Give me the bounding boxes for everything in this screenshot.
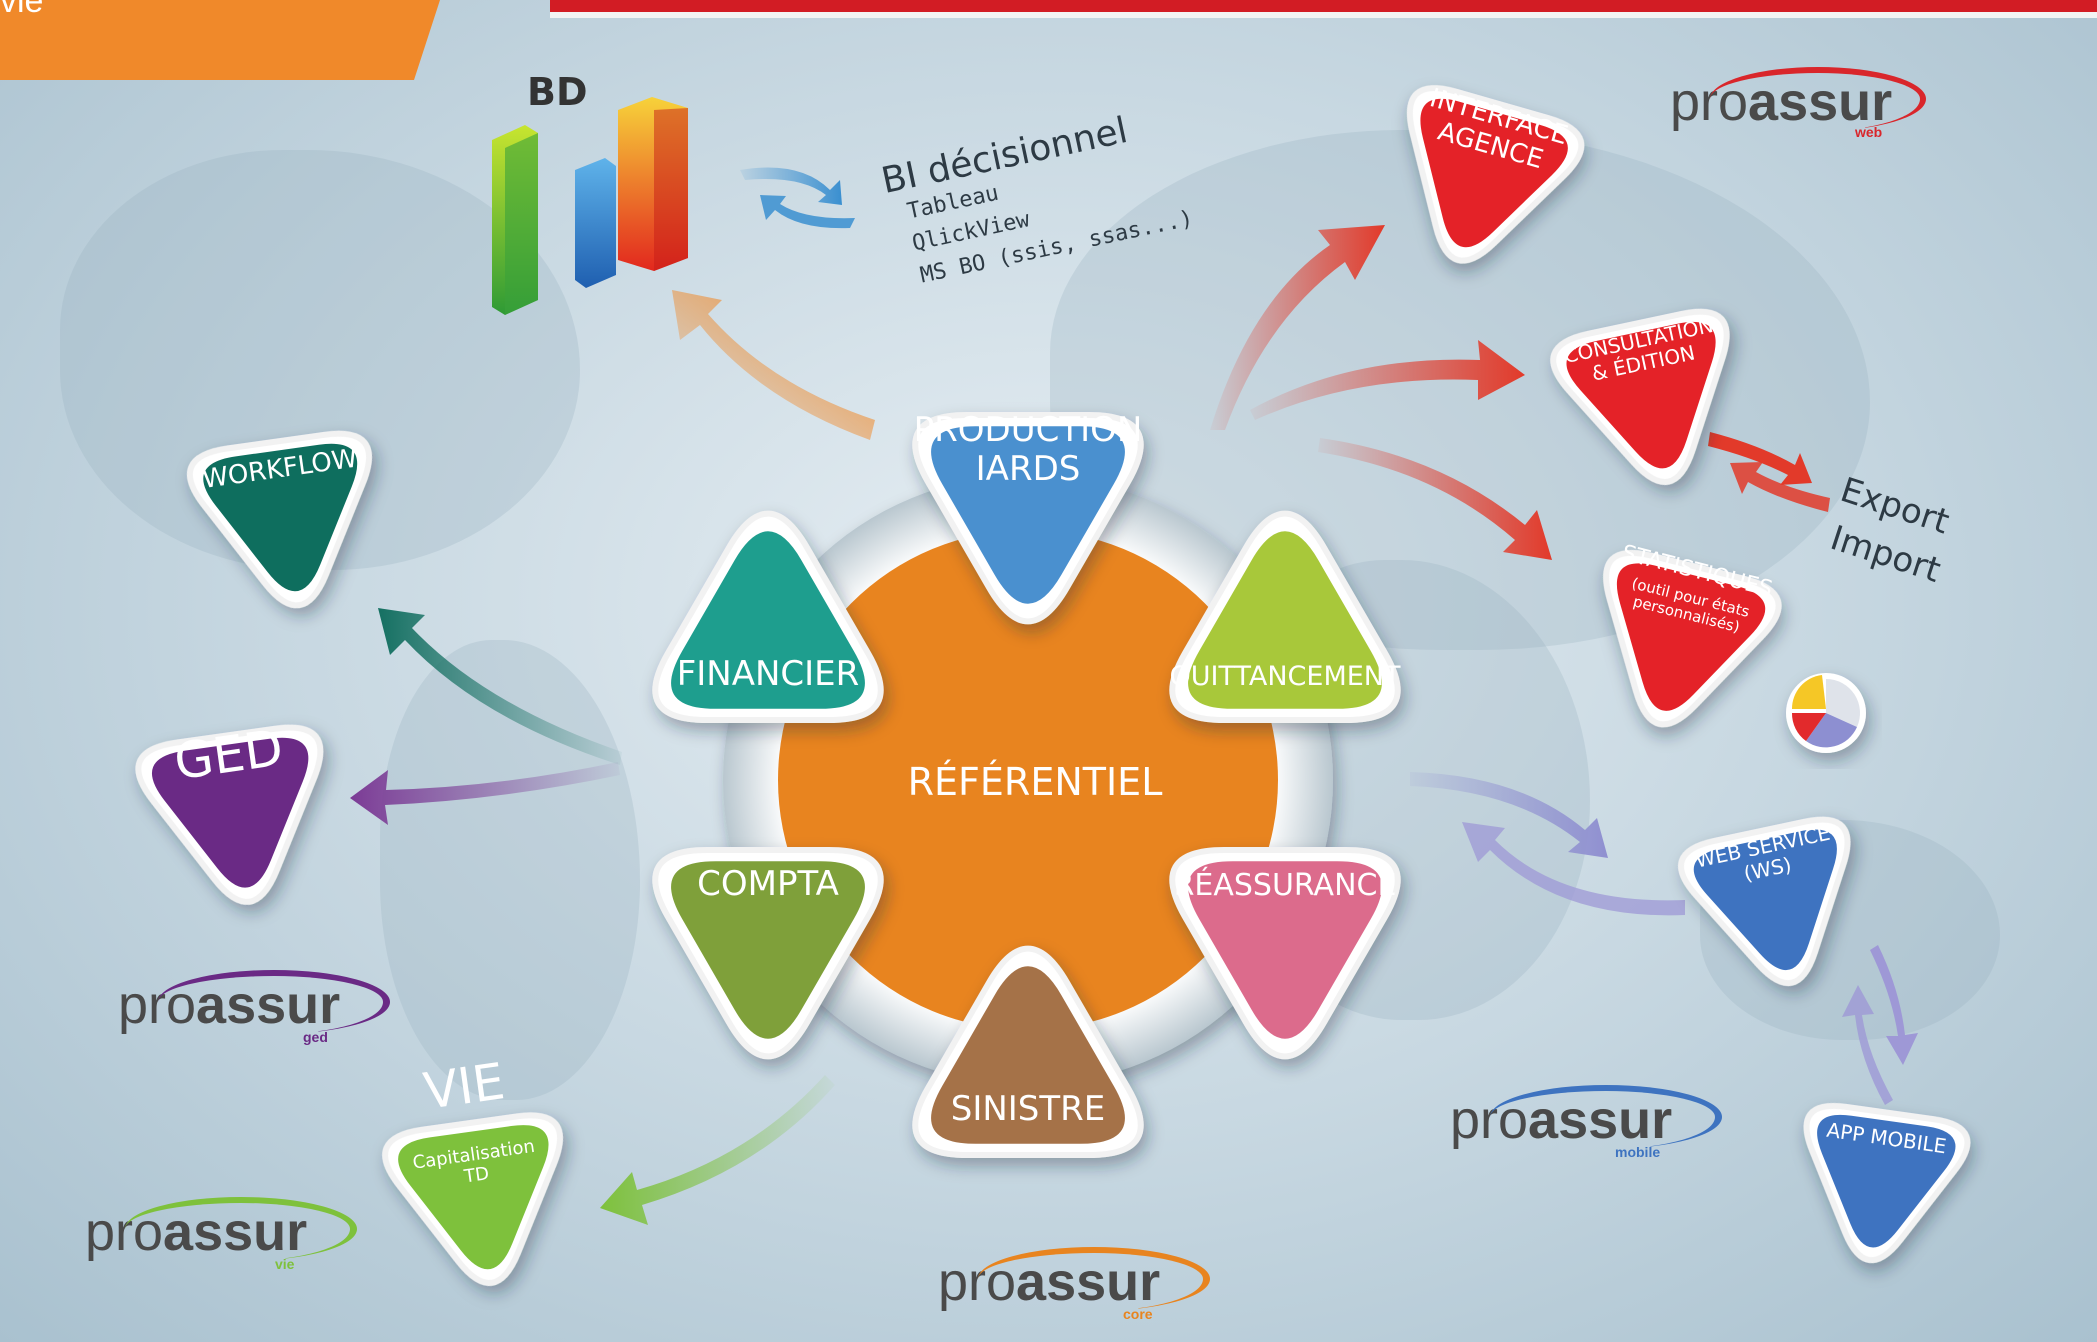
database-chart-icon [492,97,688,315]
pie-chart-icon [1786,673,1866,753]
arrow-ws-to-mobile [1870,945,1918,1065]
proassur-mobile-logo: proassur mobile [1450,1085,1722,1159]
arrow-to-vie [600,1075,835,1225]
petal-reassurance [1169,847,1401,1060]
arrow-to-web-service [1410,772,1608,858]
petal-financier [652,510,884,723]
top-white-bar [550,12,2097,18]
module-vie-label: TD [462,1163,491,1187]
proassur-vie-logo: proassur vie [85,1197,357,1271]
petal-reassurance-label: RÉASSURANCE [1174,867,1397,903]
petal-production-label: PRODUCTION [914,410,1143,450]
petal-quittancement-label: QUITTANCEMENT [1169,661,1401,692]
petal-quittancement [1169,510,1401,723]
arrow-import [1730,462,1830,512]
corner-label: vie [0,0,44,20]
petal-sinistre [912,945,1144,1158]
top-red-bar [550,0,2097,12]
module-consultation [1550,308,1730,485]
central-hub [723,475,1333,1085]
petal-financier-label: FINANCIER [677,654,860,694]
petal-production-label: IARDS [976,449,1081,489]
module-vie [382,1112,564,1286]
module-statistiques [1603,549,1782,728]
arrow-to-bd [672,290,875,440]
module-web-service [1678,816,1851,986]
arrow-mobile-to-ws [1842,985,1893,1105]
petal-production [912,412,1144,625]
proassur-web-logo: proassur web [1670,67,1926,139]
module-vie-label: VIE [420,1052,508,1121]
arrow-bd-bi-right [740,167,842,205]
referentiel-label: RÉFÉRENTIEL [908,760,1163,804]
arrow-bd-bi-left [760,195,855,229]
arrow-to-interface-agence [1210,225,1385,430]
arrow-to-ged [350,762,620,825]
bd-label: BD [527,70,588,114]
proassur-ged-logo: proassur ged [118,970,390,1044]
arrow-export [1708,432,1812,485]
petal-sinistre-label: SINISTRE [951,1089,1106,1129]
module-interface-agence [1406,85,1585,264]
petal-compta [652,847,884,1060]
arrow-to-consultation [1250,340,1525,420]
arrow-to-statistiques [1318,438,1552,560]
module-ged [135,724,324,905]
module-app-mobile [1803,1103,1971,1263]
proassur-core-logo: proassur core [938,1247,1210,1321]
arrows [350,167,1918,1225]
module-workflow [186,430,372,609]
satellite-modules: WORKFLOWGEDVIECapitalisationTDINTERFACEA… [135,83,1971,1286]
petal-compta-label: COMPTA [697,864,839,904]
arrow-from-web-service [1462,822,1685,916]
arrow-to-workflow [378,608,622,765]
